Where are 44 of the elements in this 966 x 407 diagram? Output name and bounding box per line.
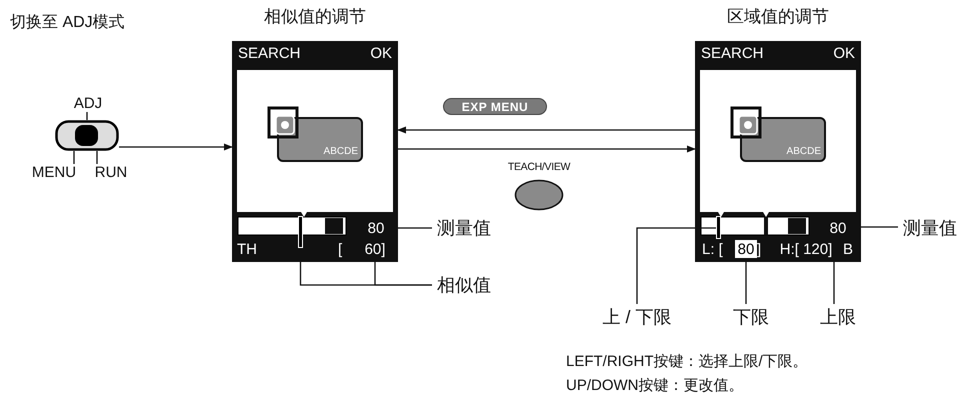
threshold-value: 60] (361, 240, 389, 258)
level-marker (298, 216, 303, 248)
lower-limit-value: 80 (735, 240, 757, 258)
exp-menu-badge (443, 98, 547, 115)
callout-text: 上限 (818, 304, 858, 330)
slide-switch-icon (55, 120, 119, 151)
setting-label: TH (237, 242, 257, 257)
callout-text: 测量值 (432, 216, 496, 240)
level-marker (716, 216, 721, 239)
callout-text: 测量值 (898, 216, 962, 240)
measured-value: 80 (364, 219, 388, 237)
measured-value: 80 (826, 219, 850, 237)
leader-line (636, 227, 716, 304)
screen-heading: 相似值的调节 (263, 8, 367, 25)
arrow (398, 145, 696, 153)
upper-limit-value: H:[ 120] (773, 240, 839, 258)
leader-line (96, 151, 98, 164)
arrow (397, 126, 695, 134)
switch-position-label: ADJ (72, 95, 104, 112)
status-label: OK (833, 46, 855, 61)
switch-position-label: RUN (91, 164, 131, 181)
leader-line (73, 151, 75, 164)
card-text: ABCDE (786, 147, 821, 157)
card-text: ABCDE (324, 147, 358, 157)
badge-text: EXP MENU (462, 100, 528, 114)
arrow (119, 143, 233, 151)
leader-line (86, 112, 88, 120)
bracket-label: ] (757, 242, 762, 257)
switch-position-label: MENU (27, 164, 81, 181)
setting-label: L: [ (702, 242, 723, 257)
screen-heading: 区域值的调节 (726, 8, 830, 25)
bank-label: B (843, 242, 854, 257)
bracket-label: [ (338, 242, 342, 257)
section-heading: 切换至 ADJ模式 (10, 15, 125, 31)
button-label: TEACH/VIEW (507, 162, 571, 172)
mode-label: SEARCH (701, 46, 764, 61)
callout-text: 下限 (731, 304, 771, 330)
mode-label: SEARCH (238, 46, 301, 61)
instruction-note: LEFT/RIGHT按键：选择上限/下限。 (566, 354, 808, 369)
teach-view-button (507, 162, 571, 212)
instruction-note: UP/DOWN按键：更改值。 (566, 378, 744, 393)
status-label: OK (370, 46, 392, 61)
callout-text: 相似值 (432, 273, 496, 297)
callout-text: 上 / 下限 (592, 304, 682, 330)
